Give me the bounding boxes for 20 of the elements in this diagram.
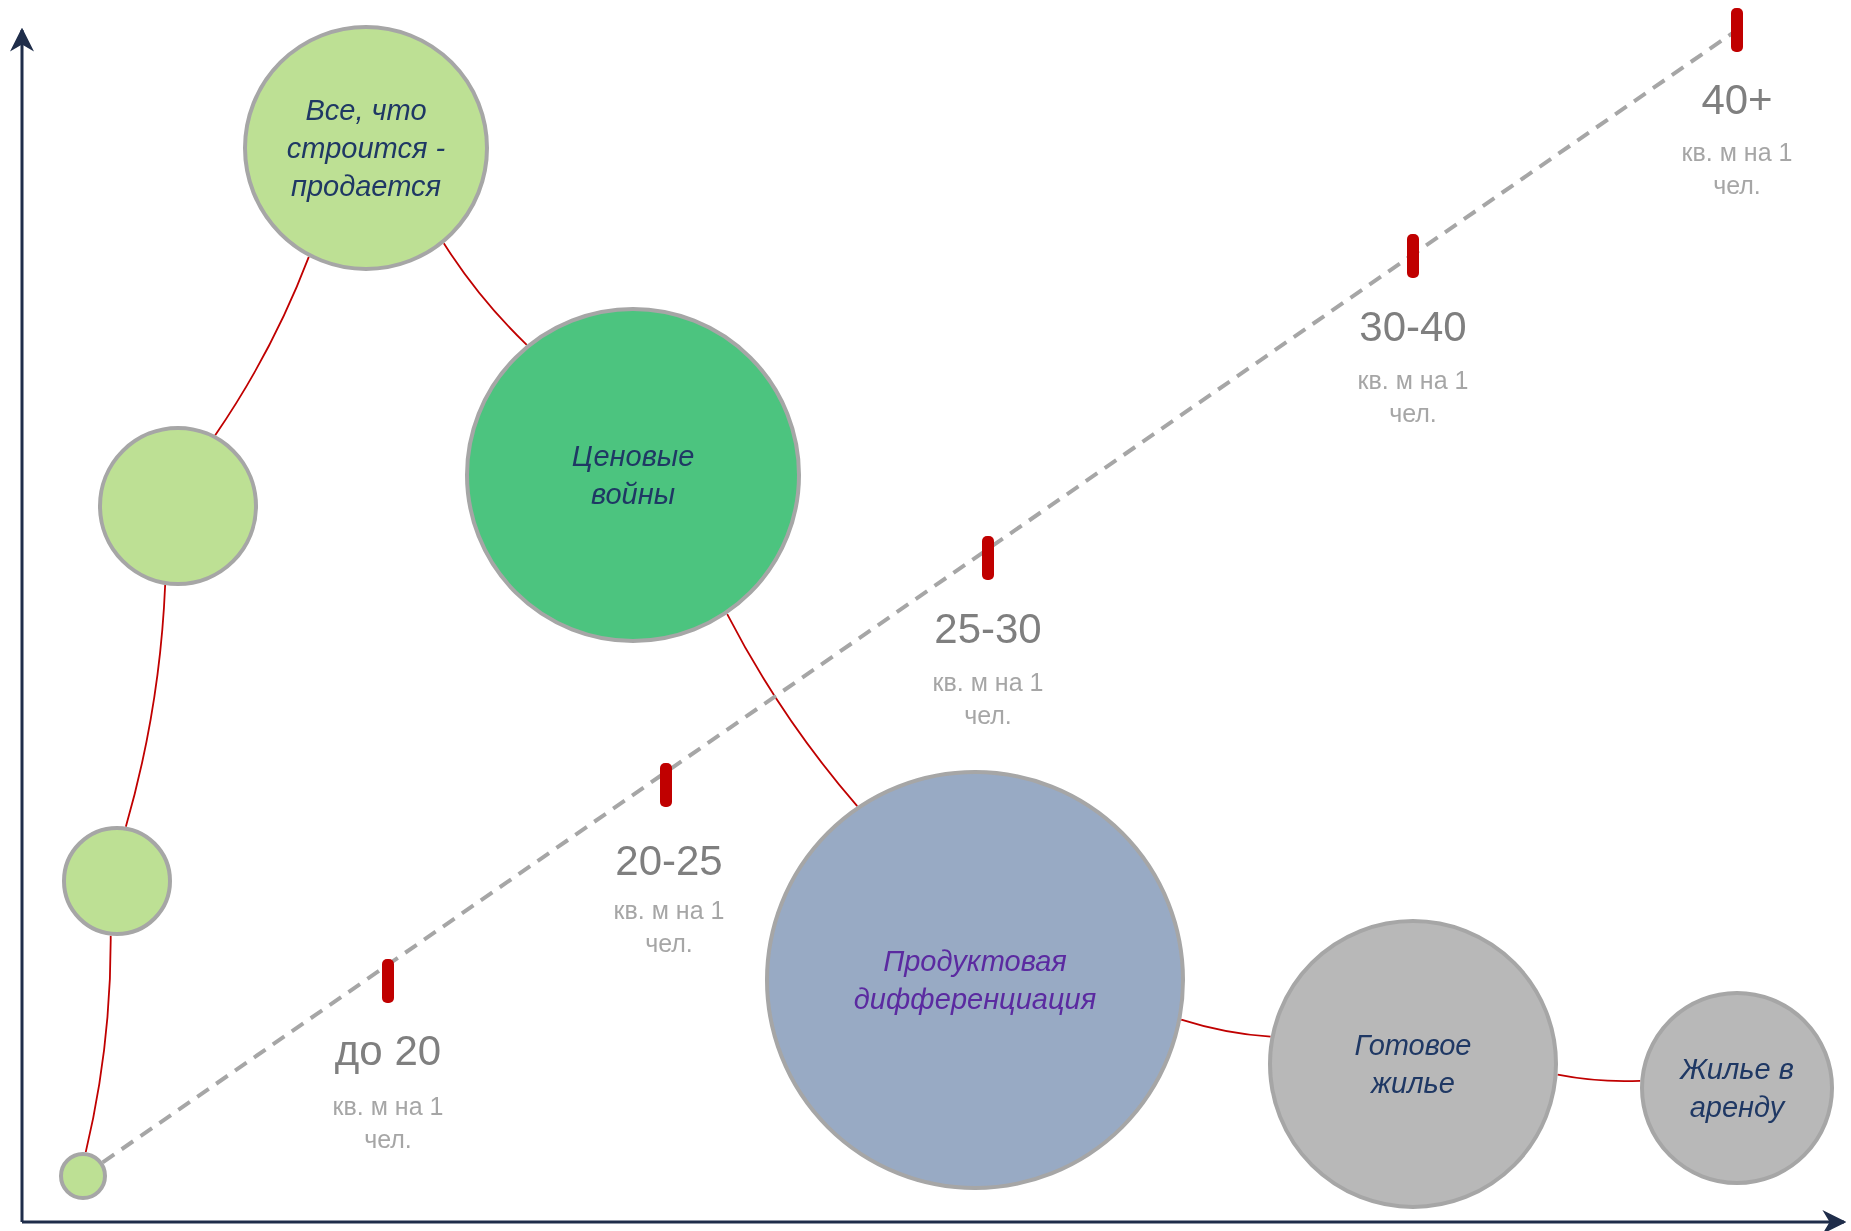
- range-value: 40+: [1701, 76, 1773, 124]
- connector-line: [214, 256, 310, 437]
- bubble-label: Продуктовая дифференциация: [852, 944, 1098, 1017]
- bubble-label: Жилье в аренду: [1678, 1052, 1795, 1125]
- connector-line: [726, 613, 859, 807]
- unit-label: кв. м на 1 чел.: [612, 895, 726, 959]
- unit-label: кв. м на 1 чел.: [1356, 365, 1470, 429]
- unit-label: кв. м на 1 чел.: [331, 1091, 445, 1155]
- unit-label: кв. м на 1 чел.: [931, 667, 1045, 731]
- connector-line: [124, 584, 167, 828]
- connector-line: [84, 934, 112, 1154]
- range-value: до 20: [334, 1027, 442, 1075]
- bubble-label: Ценовые войны: [570, 439, 696, 512]
- range-value: 25-30: [934, 605, 1042, 653]
- connector-line: [442, 242, 528, 346]
- range-value: 30-40: [1359, 303, 1467, 351]
- unit-label: кв. м на 1 чел.: [1680, 137, 1794, 201]
- bubble-label: Готовое жилье: [1353, 1028, 1473, 1101]
- bubble-label: Все, что строится - продается: [285, 93, 447, 204]
- range-value: 20-25: [615, 837, 723, 885]
